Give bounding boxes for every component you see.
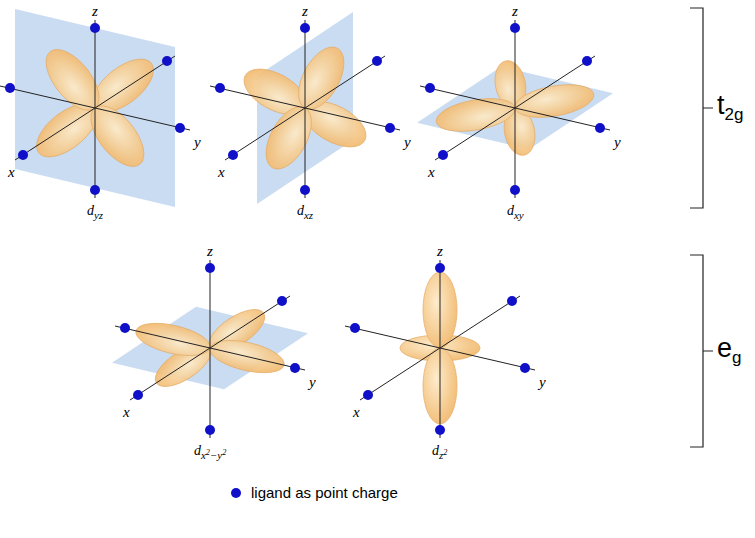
dx2y2-orbital <box>112 260 308 438</box>
axis-label: z <box>512 3 518 20</box>
axis-label: z <box>92 3 98 20</box>
dxy-orbital <box>417 20 613 198</box>
dxz-orbital <box>210 12 400 204</box>
axis-label: y <box>309 374 316 391</box>
legend: ligand as point charge <box>231 484 398 501</box>
axis-label: y <box>539 374 546 391</box>
axis-label: y <box>614 134 621 151</box>
axis-label: x <box>218 164 225 181</box>
axis-label: z <box>302 3 308 20</box>
orbital-name: dxz <box>297 203 313 221</box>
orbital-name: dx2−y2 <box>194 443 226 461</box>
orbital-name: dyz <box>87 203 103 221</box>
symmetry-label: eg <box>717 334 742 368</box>
group-bracket <box>690 255 713 447</box>
axis-label: y <box>404 134 411 151</box>
symmetry-label: t2g <box>717 91 743 125</box>
axis-label: x <box>8 164 15 181</box>
axis-label: z <box>207 243 213 260</box>
axis-label: y <box>194 134 201 151</box>
legend-swatch <box>231 488 241 498</box>
legend-text: ligand as point charge <box>251 484 398 501</box>
orbital-name: dz2 <box>432 443 447 461</box>
axis-label: x <box>353 404 360 421</box>
axis-label: z <box>437 243 443 260</box>
axis-label: x <box>123 404 130 421</box>
dyz-orbital <box>0 9 190 207</box>
group-bracket <box>690 8 713 208</box>
axis-label: x <box>428 164 435 181</box>
orbital-name: dxy <box>507 203 524 221</box>
dz2-orbital <box>345 260 535 438</box>
